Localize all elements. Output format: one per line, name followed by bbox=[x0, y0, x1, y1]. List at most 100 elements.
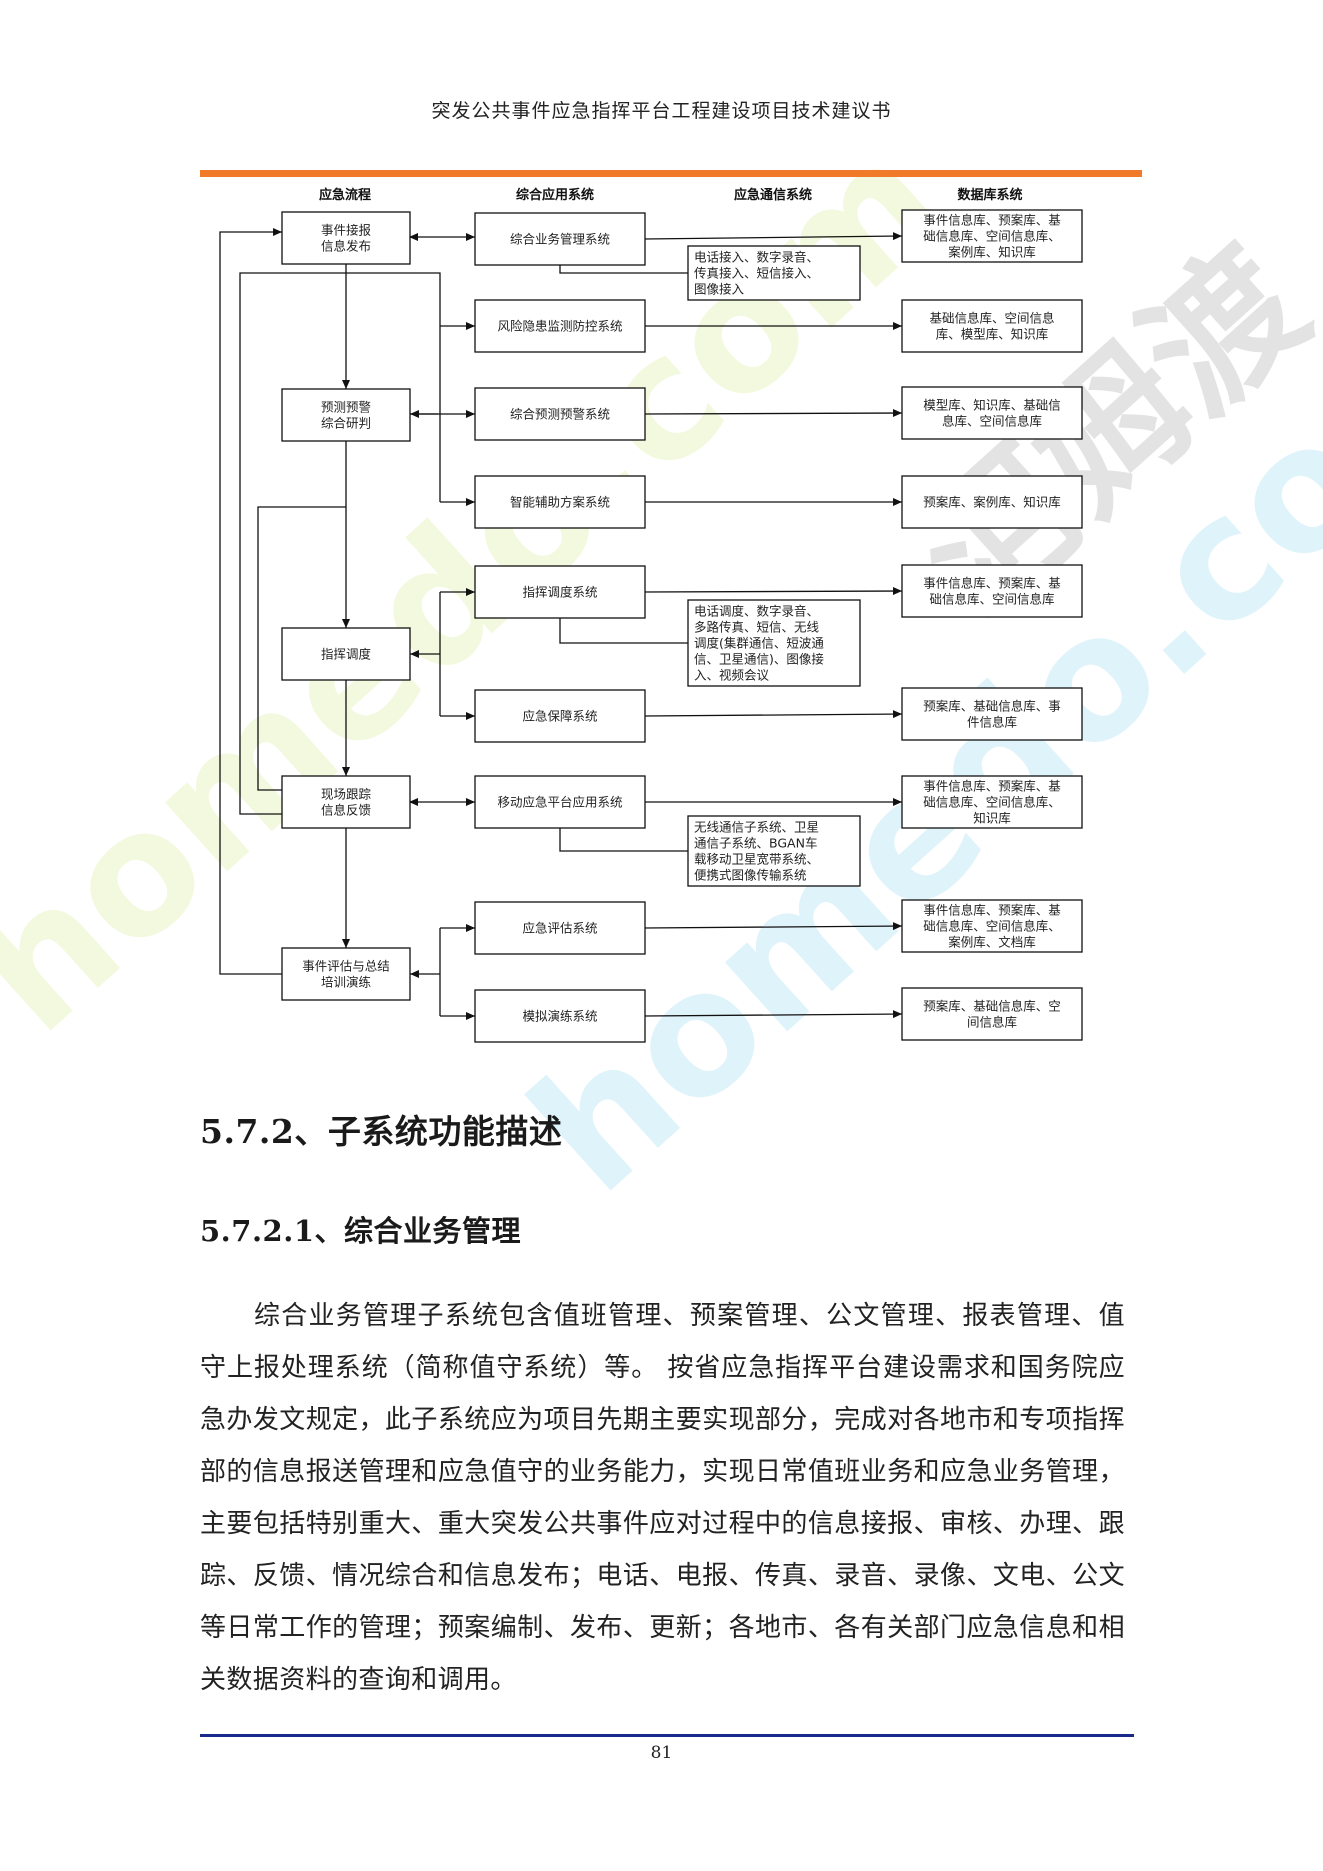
flow-step-label: 信息发布 bbox=[321, 239, 371, 254]
flow-step: 指挥调度 bbox=[281, 627, 411, 681]
app-db-connector bbox=[644, 409, 903, 418]
comm-system: 电话接入、数字录音、传真接入、短信接入、图像接入 bbox=[687, 245, 861, 301]
app-system-label: 指挥调度系统 bbox=[522, 585, 597, 600]
comm-system-label: 信、卫星通信)、图像接 bbox=[694, 652, 824, 667]
database-group-box bbox=[901, 386, 1083, 440]
database-group-label: 础信息库、空间信息库、 bbox=[923, 795, 1061, 810]
comm-system-label: 多路传真、短信、无线 bbox=[694, 620, 820, 635]
comm-system-label: 传真接入、短信接入、 bbox=[694, 266, 819, 281]
column-header: 应急通信系统 bbox=[734, 187, 812, 203]
app-system: 移动应急平台应用系统 bbox=[474, 775, 646, 829]
database-group-label: 事件信息库、预案库、基 bbox=[923, 576, 1061, 591]
app-system-label: 风险隐患监测防控系统 bbox=[497, 319, 622, 334]
app-system-label: 模拟演练系统 bbox=[522, 1009, 597, 1024]
app-db-connector bbox=[644, 922, 903, 931]
database-group-label: 件信息库 bbox=[967, 715, 1017, 730]
app-system: 模拟演练系统 bbox=[474, 989, 646, 1043]
app-system-box bbox=[474, 989, 646, 1043]
database-group: 基础信息库、空间信息库、模型库、知识库 bbox=[901, 299, 1083, 353]
database-group: 事件信息库、预案库、基础信息库、空间信息库、案例库、文档库 bbox=[901, 899, 1083, 953]
comm-system-box bbox=[687, 599, 861, 687]
section-heading: 5.7.2、子系统功能描述 bbox=[200, 1112, 563, 1151]
app-system: 应急评估系统 bbox=[474, 901, 646, 955]
database-group-box bbox=[901, 209, 1083, 263]
database-group-label: 息库、空间信息库 bbox=[942, 414, 1042, 429]
flow-step-label: 培训演练 bbox=[321, 975, 372, 990]
database-group-box bbox=[901, 475, 1083, 529]
database-group-label: 础信息库、空间信息库、 bbox=[923, 919, 1061, 934]
feedback-loop bbox=[257, 506, 346, 791]
database-group-label: 模型库、知识库、基础信 bbox=[923, 398, 1061, 413]
feedback-loop bbox=[239, 272, 346, 815]
app-comm-connector bbox=[559, 828, 688, 852]
app-system: 智能辅助方案系统 bbox=[474, 475, 646, 529]
database-group: 事件信息库、预案库、基础信息库、空间信息库 bbox=[901, 564, 1083, 618]
database-group-label: 预案库、基础信息库、空 bbox=[923, 999, 1061, 1014]
database-group-box bbox=[901, 987, 1083, 1041]
app-db-connector bbox=[644, 587, 903, 596]
header-rule bbox=[200, 170, 1142, 177]
app-system-box bbox=[474, 212, 646, 266]
app-system-label: 综合业务管理系统 bbox=[510, 232, 610, 247]
flow-step-box bbox=[281, 947, 411, 1001]
app-system-label: 应急保障系统 bbox=[522, 709, 597, 724]
comm-system-label: 电话接入、数字录音、 bbox=[694, 250, 819, 265]
column-header: 综合应用系统 bbox=[516, 187, 594, 203]
database-group-label: 事件信息库、预案库、基 bbox=[923, 903, 1061, 918]
flow-step-label: 预测预警 bbox=[321, 400, 371, 415]
app-system-box bbox=[474, 565, 646, 619]
database-group-label: 础信息库、空间信息库 bbox=[929, 592, 1054, 607]
database-group-label: 事件信息库、预案库、基 bbox=[923, 779, 1061, 794]
app-db-connector bbox=[644, 1010, 903, 1019]
feedback-loop bbox=[346, 272, 441, 327]
comm-system-label: 无线通信子系统、卫星 bbox=[694, 820, 819, 835]
body-paragraph: 综合业务管理子系统包含值班管理、预案管理、公文管理、报表管理、值守上报处理系统（… bbox=[200, 1301, 1125, 1695]
page-number: 81 bbox=[650, 1743, 673, 1763]
database-group-box bbox=[901, 687, 1083, 741]
running-header: 突发公共事件应急指挥平台工程建设项目技术建议书 bbox=[431, 100, 892, 122]
app-system: 风险隐患监测防控系统 bbox=[474, 299, 646, 353]
comm-system: 电话调度、数字录音、多路传真、短信、无线调度(集群通信、短波通信、卫星通信)、图… bbox=[687, 599, 861, 687]
app-system-label: 移动应急平台应用系统 bbox=[497, 795, 622, 810]
app-system-label: 综合预测预警系统 bbox=[510, 407, 610, 422]
database-group-box bbox=[901, 299, 1083, 353]
comm-system-label: 入、视频会议 bbox=[694, 668, 770, 683]
app-system: 应急保障系统 bbox=[474, 689, 646, 743]
app-system: 综合预测预警系统 bbox=[474, 387, 646, 441]
app-system-box bbox=[474, 689, 646, 743]
database-group-label: 库、模型库、知识库 bbox=[936, 327, 1049, 342]
database-group: 预案库、基础信息库、事件信息库 bbox=[901, 687, 1083, 741]
comm-system-label: 载移动卫星宽带系统、 bbox=[694, 852, 819, 867]
comm-system-label: 电话调度、数字录音、 bbox=[694, 604, 819, 619]
database-group: 事件信息库、预案库、基础信息库、空间信息库、知识库 bbox=[901, 775, 1083, 829]
flow-diagram: 应急流程综合应用系统应急通信系统数据库系统事件接报信息发布预测预警综合研判指挥调… bbox=[219, 187, 1083, 1043]
app-system: 综合业务管理系统 bbox=[474, 212, 646, 266]
database-group-label: 预案库、案例库、知识库 bbox=[923, 495, 1061, 510]
footer-rule bbox=[200, 1734, 1134, 1737]
database-group-label: 事件信息库、预案库、基 bbox=[923, 213, 1061, 228]
database-group-label: 知识库 bbox=[973, 811, 1011, 826]
app-db-connector bbox=[644, 232, 903, 241]
database-group: 事件信息库、预案库、基础信息库、空间信息库、案例库、知识库 bbox=[901, 209, 1083, 263]
comm-system-label: 调度(集群通信、短波通 bbox=[694, 636, 824, 651]
flow-step-label: 现场跟踪 bbox=[321, 787, 372, 802]
database-group-label: 案例库、文档库 bbox=[948, 935, 1036, 950]
flow-step-label: 事件评估与总结 bbox=[302, 959, 390, 974]
app-db-connector bbox=[644, 710, 903, 719]
database-group-box bbox=[901, 564, 1083, 618]
flow-step-label: 综合研判 bbox=[321, 416, 371, 431]
app-comm-connector bbox=[559, 618, 688, 644]
database-group: 模型库、知识库、基础信息库、空间信息库 bbox=[901, 386, 1083, 440]
flow-step-label: 指挥调度 bbox=[321, 647, 372, 662]
app-system-box bbox=[474, 299, 646, 353]
database-group-box bbox=[901, 775, 1083, 829]
database-group-label: 案例库、知识库 bbox=[948, 245, 1036, 260]
app-system-label: 智能辅助方案系统 bbox=[510, 495, 610, 510]
database-group: 预案库、基础信息库、空间信息库 bbox=[901, 987, 1083, 1041]
subsection-heading: 5.7.2.1、综合业务管理 bbox=[200, 1214, 522, 1248]
feedback-loop bbox=[219, 228, 282, 975]
database-group-label: 间信息库 bbox=[967, 1015, 1017, 1030]
